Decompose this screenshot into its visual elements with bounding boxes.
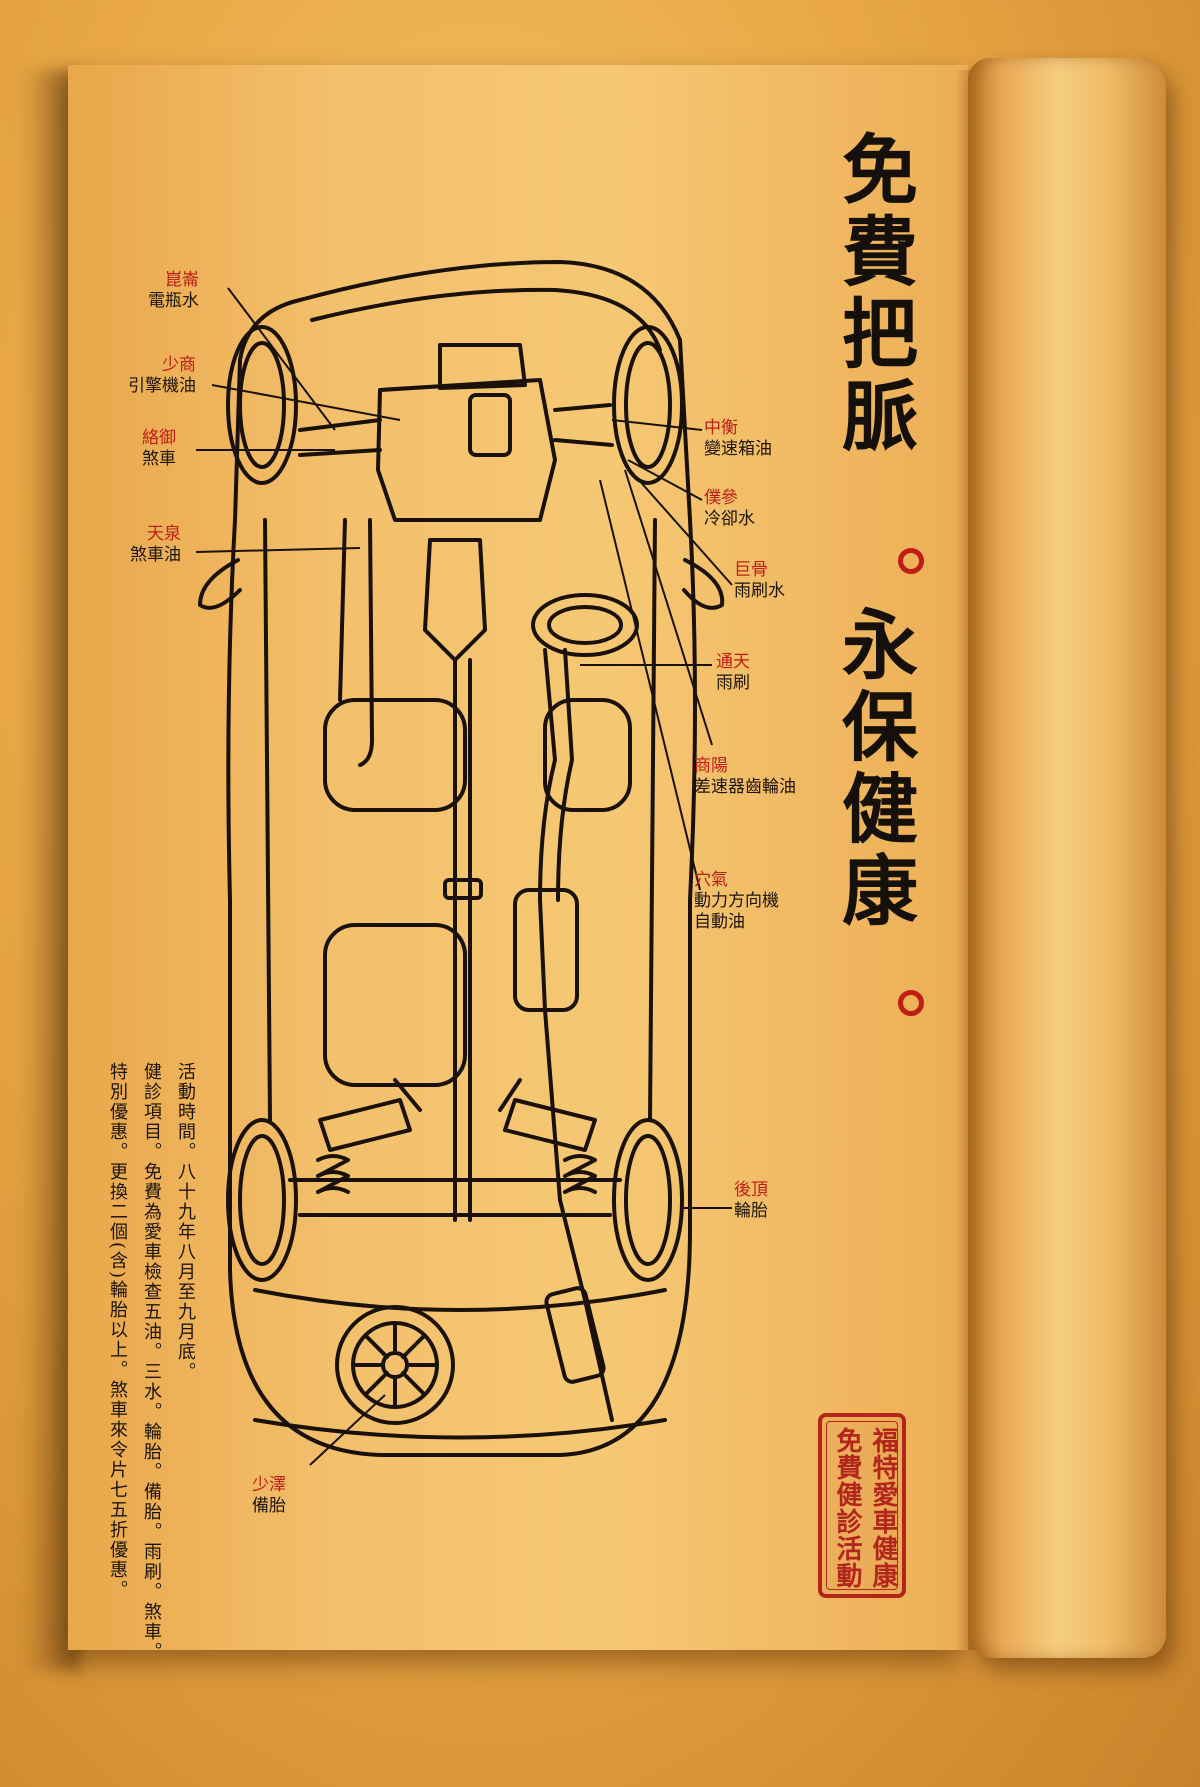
label-zhongheng: 中衡 變速箱油 — [704, 418, 772, 460]
spare-tire — [335, 1305, 455, 1425]
part-name: 動力方向機 — [694, 891, 779, 911]
label-houding: 後頂 輪胎 — [734, 1180, 768, 1222]
label-tongtian: 通天 雨刷 — [716, 652, 750, 694]
driveshaft — [453, 658, 472, 1222]
part-name: 備胎 — [252, 1496, 286, 1516]
label-jugu: 巨骨 雨刷水 — [734, 560, 785, 602]
red-seal-stamp: 福特愛車健康 免費健診活動 — [818, 1413, 906, 1598]
acupoint-name: 少澤 — [252, 1475, 286, 1495]
leader-jugu — [629, 469, 733, 586]
leader-shangyang — [624, 469, 713, 746]
part-name: 煞車 — [142, 449, 176, 469]
acupoint-name: 天泉 — [147, 524, 181, 544]
label-shangyang: 商陽 差速器齒輪油 — [694, 756, 796, 798]
leader-zhongheng — [611, 419, 703, 431]
label-shaoze: 少澤 備胎 — [252, 1475, 286, 1517]
seal-text-right: 福特愛車健康 — [868, 1427, 898, 1589]
muffler — [513, 888, 579, 1012]
part-name: 電瓶水 — [148, 291, 199, 311]
front-right-wheel — [612, 325, 684, 485]
left-coil-spring — [316, 1154, 350, 1194]
label-kunlun: 崑崙 電瓶水 — [148, 270, 199, 312]
info-special-offer: 特別優惠。更換二個(含)輪胎以上。煞車來令片七五折優惠。 — [107, 1062, 128, 1601]
rear-bumper — [253, 1288, 667, 1312]
label-pushen: 僕參 冷卻水 — [704, 488, 755, 530]
headline-column-1: 免費把脈 — [829, 130, 918, 458]
front-floor-panel — [323, 698, 467, 812]
part-name: 雨刷水 — [734, 581, 785, 601]
rear-axle — [288, 1178, 622, 1217]
label-tianquan: 天泉 煞車油 — [130, 524, 181, 566]
acupoint-name: 絡御 — [142, 428, 176, 448]
rear-floor-panel — [323, 923, 467, 1087]
leader-xueqi — [599, 479, 701, 891]
leader-pushen — [627, 459, 703, 501]
acupoint-name: 後頂 — [734, 1180, 768, 1200]
part-name: 雨刷 — [716, 673, 750, 693]
acupoint-name: 少商 — [162, 355, 196, 375]
part-name: 輪胎 — [734, 1201, 768, 1221]
front-left-wheel — [226, 325, 298, 485]
steering-wheel — [531, 593, 639, 657]
transmission — [423, 538, 487, 662]
right-mirror — [682, 558, 725, 610]
part-name: 差速器齒輪油 — [694, 777, 796, 797]
part-name: 引擎機油 — [128, 376, 196, 396]
leader-tianquan — [195, 547, 361, 553]
headline-red-dot-1 — [898, 548, 924, 574]
acupoint-name: 穴氣 — [694, 870, 728, 890]
acupoint-name: 僕參 — [704, 488, 738, 508]
acupoint-name: 巨骨 — [734, 560, 768, 580]
scroll-roll — [968, 58, 1166, 1658]
scroll-paper — [68, 65, 968, 1650]
headline-column-2: 永保健康 — [829, 605, 918, 933]
acupoint-name: 通天 — [716, 652, 750, 672]
leader-kunlun — [227, 287, 336, 431]
label-xueqi: 穴氣 動力方向機 自動油 — [694, 870, 779, 933]
seal-inner-border — [826, 1421, 898, 1590]
label-luoyu: 絡御 煞車 — [142, 428, 176, 470]
info-activity-time: 活動時間。八十九年八月至九月底。 — [175, 1062, 196, 1382]
acupoint-name: 崑崙 — [165, 270, 199, 290]
car-body-inner — [310, 287, 662, 352]
acupoint-name: 商陽 — [694, 756, 728, 776]
seal-text-left: 免費健診活動 — [832, 1427, 862, 1589]
rear-left-wheel — [226, 1118, 298, 1282]
exhaust-pipe — [538, 648, 614, 1422]
info-check-items: 健診項目。免費為愛車檢查五油。三水。輪胎。備胎。雨刷。煞車。 — [141, 1062, 162, 1662]
headline-red-dot-2 — [898, 990, 924, 1016]
acupoint-name: 中衡 — [704, 418, 738, 438]
part-name: 變速箱油 — [704, 439, 772, 459]
part-name: 煞車油 — [130, 545, 181, 565]
part-name-2: 自動油 — [694, 912, 745, 932]
part-name: 冷卻水 — [704, 509, 755, 529]
leader-shaoze — [309, 1394, 386, 1466]
label-shaoshang: 少商 引擎機油 — [128, 355, 196, 397]
engine-block — [376, 378, 557, 522]
leader-shaoshang — [211, 384, 401, 421]
right-coil-spring — [563, 1154, 597, 1194]
car-body-outline — [226, 260, 697, 1457]
left-mirror — [198, 558, 242, 610]
